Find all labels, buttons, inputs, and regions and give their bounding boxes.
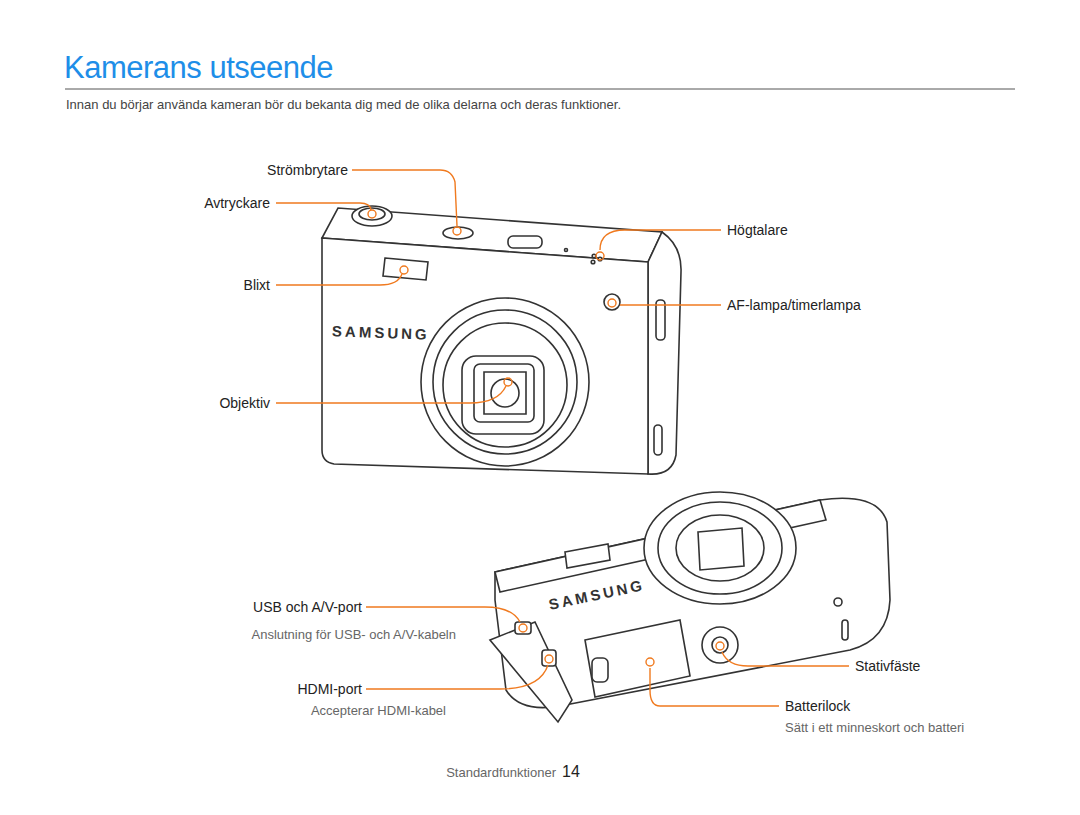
part-label: Blixt bbox=[244, 277, 270, 294]
intro-text: Innan du börjar använda kameran bör du b… bbox=[66, 97, 621, 113]
footer-section: Standardfunktioner bbox=[446, 765, 556, 781]
part-label: HDMI-port bbox=[297, 681, 362, 698]
camera-bottom bbox=[490, 492, 890, 722]
page-number: 14 bbox=[562, 762, 580, 781]
page-title: Kamerans utseende bbox=[64, 49, 333, 86]
part-label: USB och A/V-port bbox=[253, 599, 362, 616]
part-note: Accepterar HDMI-kabel bbox=[311, 703, 446, 719]
part-note: Anslutning för USB- och A/V-kabeln bbox=[251, 627, 456, 643]
leader-lines bbox=[276, 170, 849, 706]
part-label: Avtryckare bbox=[204, 195, 270, 212]
brand-logo: SAMSUNG bbox=[332, 322, 430, 343]
camera-front bbox=[322, 206, 681, 474]
part-label: Högtalare bbox=[727, 222, 788, 239]
part-label: Strömbrytare bbox=[267, 162, 348, 179]
part-label: Batterilock bbox=[785, 698, 850, 715]
part-label: Objektiv bbox=[219, 395, 270, 412]
part-note: Sätt i ett minneskort och batteri bbox=[785, 720, 964, 736]
title-rule bbox=[65, 89, 1015, 90]
part-label: AF-lampa/timerlampa bbox=[727, 297, 861, 314]
part-label: Stativfäste bbox=[855, 658, 920, 675]
